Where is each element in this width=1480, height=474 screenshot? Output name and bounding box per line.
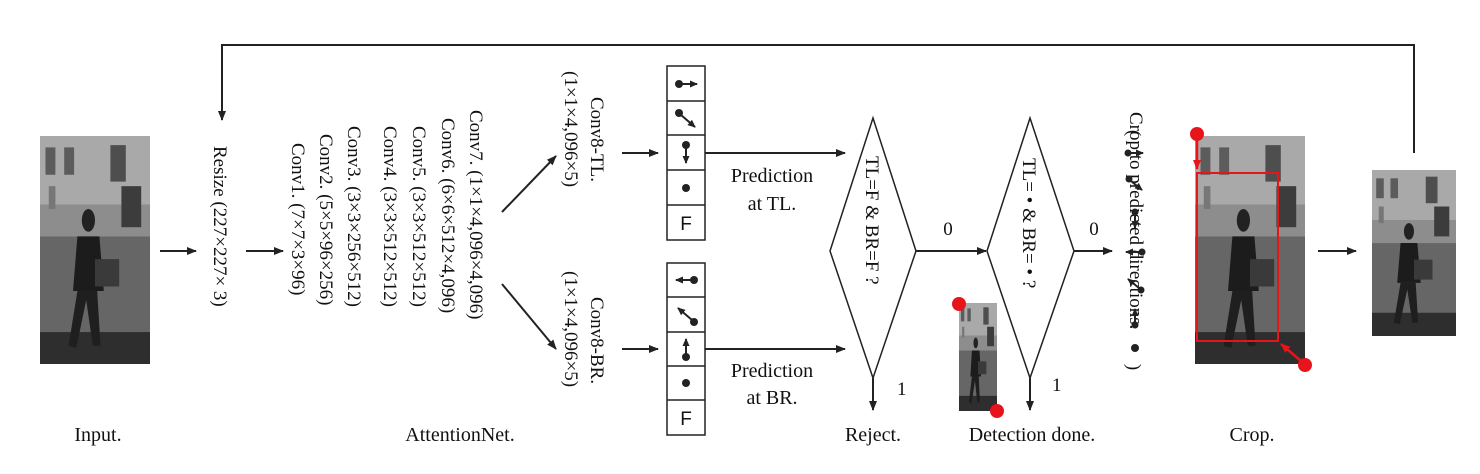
reject-caption: Reject. [845,424,901,446]
attentionnet-caption: AttentionNet. [405,424,514,446]
arrow-right-icon [1124,149,1144,157]
conv-layer-6: Conv6. (6×6×512×4,096) [437,118,458,313]
paren-close: ) [1123,364,1144,370]
arrow-down-icon [1131,208,1139,229]
decision-reject-text: TL=F & BR=F ? [861,156,882,285]
decision-done-text: TL= • & BR= • ? [1018,158,1039,288]
conv8-tl-dim: (1×1×4,096×5) [560,71,581,187]
continue-branch-value-2: 0 [1089,219,1099,240]
continue-branch-value-1: 0 [943,219,953,240]
arrow-down-right-icon [675,109,696,128]
conv-layer-3: Conv3. (3×3×256×512) [343,126,364,307]
detection-done-caption: Detection done. [969,424,1096,446]
conv-layer-5: Conv5. (3×3×512×512) [408,126,429,307]
conv-layer-1: Conv1. (7×7×3×96) [287,143,308,295]
crop-direction-icons [1124,149,1146,352]
detection-result-image [952,297,1004,418]
feedback-loop-arrow [218,44,1415,153]
reject-branch-value: 1 [897,379,907,400]
arrow-up-icon [1131,308,1139,329]
input-caption: Input. [74,424,121,446]
branch-to-tl-arrow [501,155,557,213]
prediction-br-line1: Prediction [731,360,813,382]
crop-image [1190,127,1312,372]
arrow-up-left-icon [677,307,698,326]
stop-F-icon: F [680,214,692,235]
arrow-left-icon [675,276,698,284]
paren-open: ( [1123,130,1144,136]
dot-icon [1131,344,1139,352]
conv-layer-stack: Conv1. (7×7×3×96) Conv2. (5×5×96×256) Co… [287,110,486,319]
cropped-output-image [1372,170,1456,336]
input-image [40,136,150,364]
arrow-down-icon [682,141,690,164]
prediction-tl-line2: at TL. [748,193,797,215]
arrow-right-icon [675,80,698,88]
conv8-br-name: Conv8-BR. [586,297,607,384]
prediction-tl-line1: Prediction [731,165,813,187]
conv-layer-7: Conv7. (1×1×4,096×4,096) [465,110,486,319]
conv-layer-2: Conv2. (5×5×96×256) [315,134,336,305]
dot-icon [682,184,690,192]
conv8-tl-name: Conv8-TL. [586,97,607,182]
conv-layer-4: Conv4. (3×3×512×512) [379,126,400,307]
arrow-up-left-icon [1127,278,1145,294]
crop-caption: Crop. [1230,424,1275,446]
stop-F-icon: F [680,409,692,430]
conv8-br-dim: (1×1×4,096×5) [560,271,581,387]
arrow-left-icon [1125,248,1146,256]
arrow-up-icon [682,338,690,361]
done-branch-value: 1 [1052,375,1062,396]
arrow-down-right-icon [1125,175,1143,191]
prediction-br-line2: at BR. [746,387,797,409]
resize-label: Resize (227×227× 3) [209,146,230,307]
branch-to-br-arrow [501,283,557,350]
dot-icon [682,379,690,387]
